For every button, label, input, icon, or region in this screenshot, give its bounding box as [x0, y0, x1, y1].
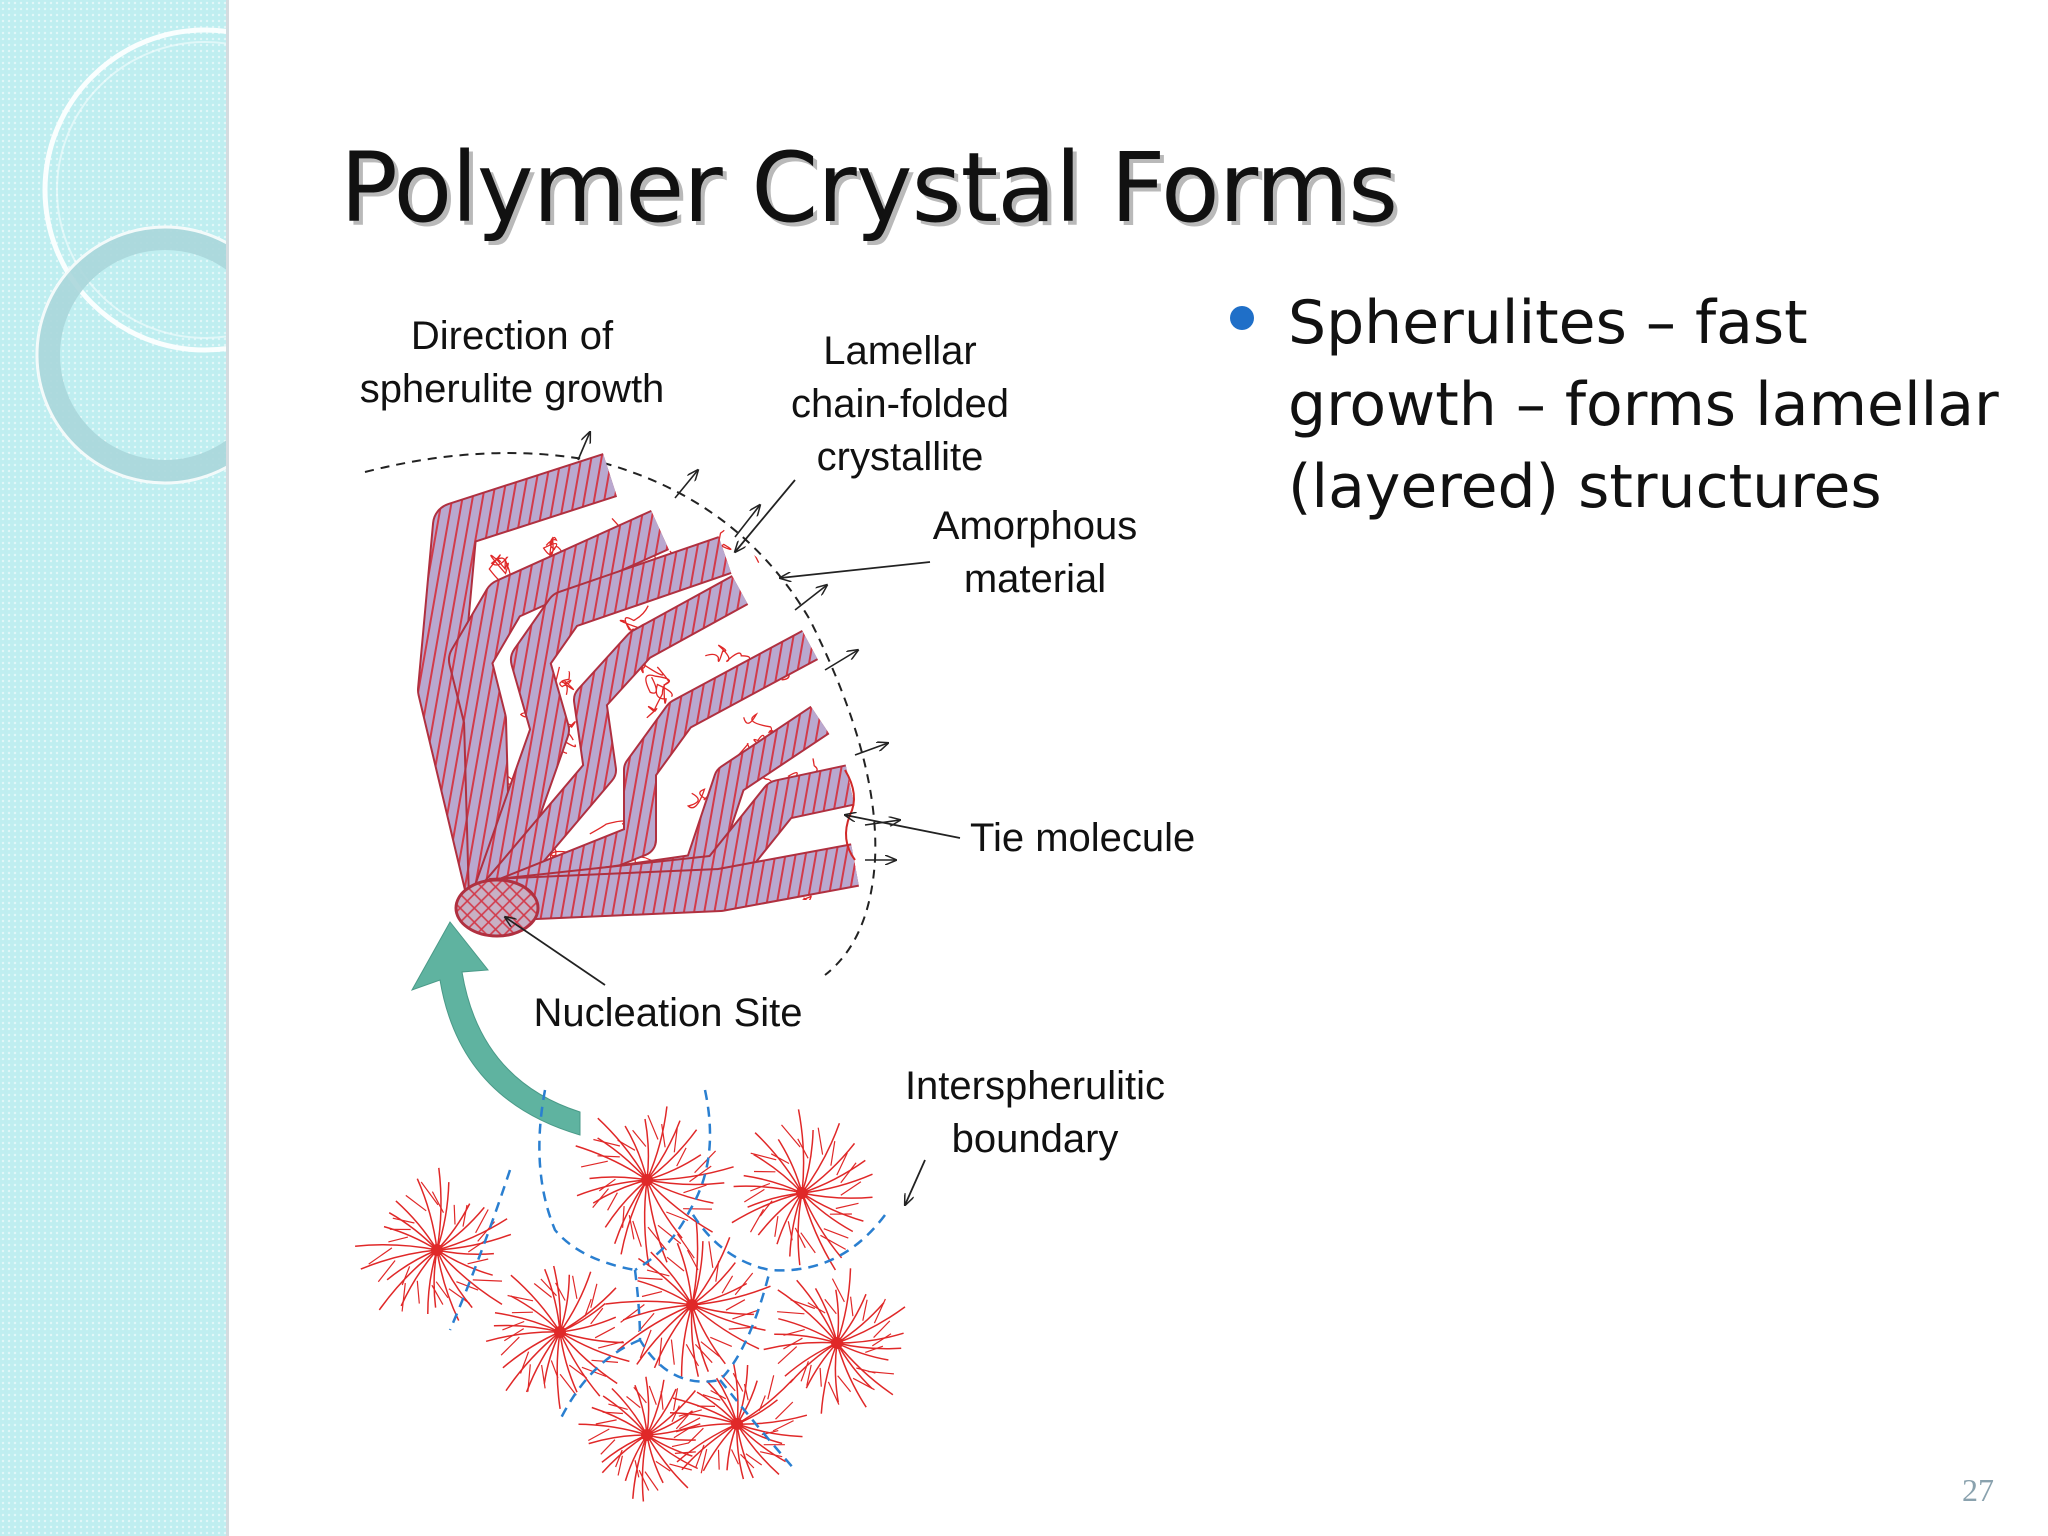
- cluster-nucleus: [831, 1337, 843, 1349]
- cluster-nucleus: [731, 1418, 743, 1430]
- decorative-rings: [35, 27, 226, 485]
- bullet-text: Spherulites – fast growth – forms lamell…: [1288, 288, 1999, 522]
- growth-arrows: [577, 432, 900, 860]
- sidebar-decoration: [0, 0, 226, 1536]
- cluster-nucleus: [431, 1244, 443, 1256]
- cluster-nucleus: [641, 1429, 653, 1441]
- leader-lines: [505, 479, 961, 1205]
- bullet-item-spherulites: Spherulites – fast growth – forms lamell…: [1224, 282, 2024, 528]
- spherulite-diagram: Direction of spherulite growth Lamellar …: [340, 300, 1260, 1510]
- lamellar-crystallites: [417, 453, 860, 922]
- spherulite-illustration: [355, 300, 961, 1502]
- spherulite-cluster: [485, 1265, 630, 1410]
- spherulite-cluster: [355, 1167, 512, 1321]
- cluster-nucleus: [641, 1174, 653, 1186]
- teal-arrow: [410, 921, 581, 1136]
- spherulite-cluster: [575, 1106, 734, 1266]
- label-tie-molecule: Tie molecule: [970, 816, 1196, 860]
- label-nucleation-site: Nucleation Site: [533, 991, 803, 1035]
- cluster-nucleus: [686, 1299, 698, 1311]
- label-interspherulitic-boundary: Interspherulitic boundary: [904, 1064, 1166, 1161]
- label-growth-direction: Direction of spherulite growth: [359, 314, 665, 411]
- page-number: 27: [1962, 1472, 1994, 1508]
- label-lamellar: Lamellar chain-folded crystallite: [791, 329, 1009, 479]
- nucleation-site: [454, 878, 540, 938]
- cluster-nucleus: [796, 1187, 808, 1199]
- bullet-dot-icon: [1230, 306, 1254, 330]
- spherulite-outline: [364, 452, 877, 976]
- spherulite-cluster: [669, 1363, 808, 1480]
- spherulite-cluster: [731, 1109, 873, 1271]
- spherulite-cluster: [763, 1268, 906, 1414]
- spherulite-cluster: [578, 1376, 701, 1502]
- label-amorphous: Amorphous material: [932, 504, 1138, 601]
- bullet-list: Spherulites – fast growth – forms lamell…: [1224, 282, 2024, 528]
- slide-title: Polymer Crystal Forms: [340, 132, 1398, 244]
- interspherulitic-boundaries: [448, 1089, 886, 1471]
- spherulite-cluster: [605, 1219, 771, 1377]
- sidebar-divider: [226, 0, 229, 1536]
- spherulite-clusters: [355, 1106, 906, 1502]
- cluster-nucleus: [554, 1326, 566, 1338]
